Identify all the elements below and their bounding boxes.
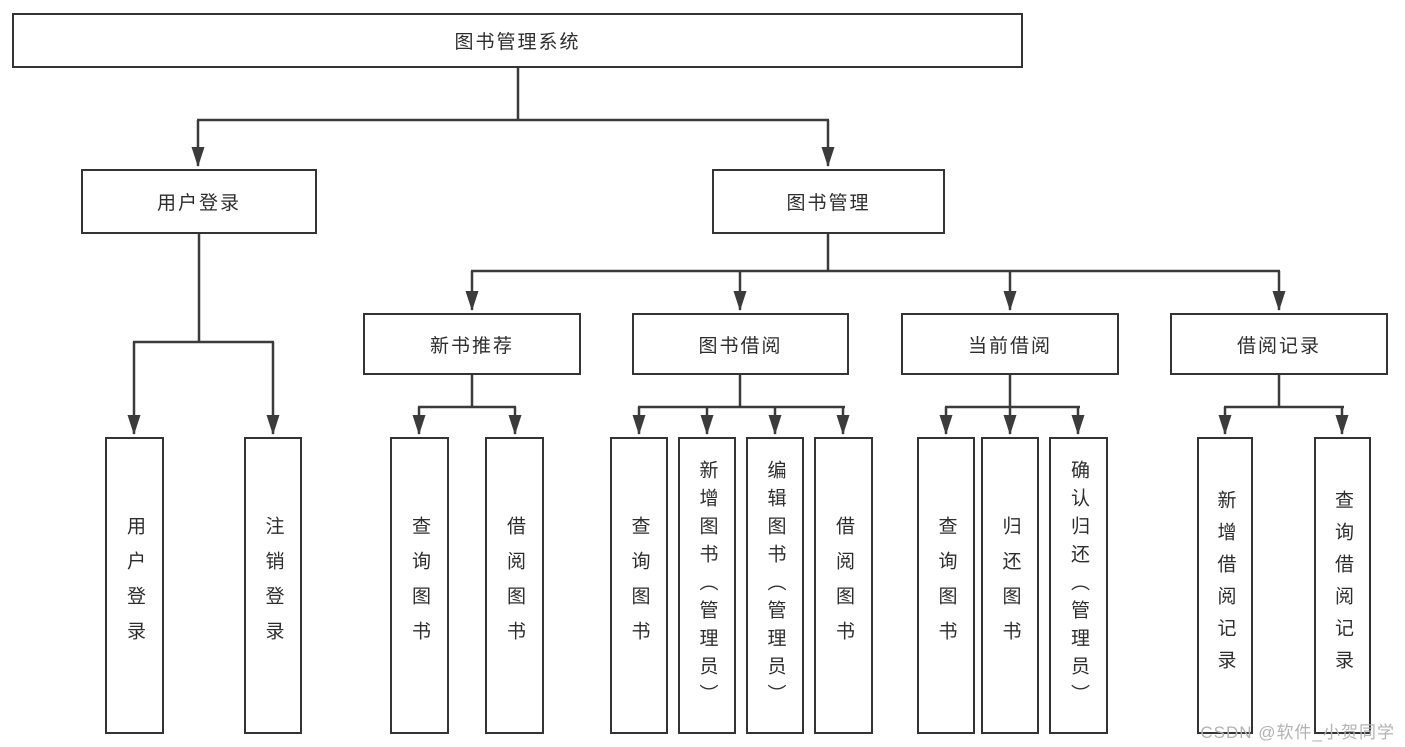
node-user-login: 用户登录 (81, 169, 317, 234)
leaf-logout: 注销登录 (244, 437, 302, 734)
leaf-current-query-label: 查询图书 (935, 515, 957, 656)
leaf-current-confirm-label: 确认归还（管理员） (1068, 459, 1089, 712)
leaf-borrow-query: 查询图书 (610, 437, 668, 734)
node-borrow-records: 借阅记录 (1170, 313, 1388, 375)
leaf-borrow-edit-label: 编辑图书（管理员） (764, 459, 786, 712)
leaf-records-query: 查询借阅记录 (1314, 437, 1371, 734)
node-borrow-records-label: 借阅记录 (1236, 335, 1321, 357)
node-root: 图书管理系统 (12, 13, 1023, 68)
leaf-borrow-query-label: 查询图书 (628, 515, 650, 656)
leaf-records-add-label: 新增借阅记录 (1214, 489, 1236, 682)
node-book-borrow-label: 图书借阅 (698, 335, 783, 357)
node-book-borrow: 图书借阅 (632, 313, 849, 375)
leaf-borrow-borrow-label: 借阅图书 (833, 515, 854, 656)
node-current-borrow-label: 当前借阅 (967, 335, 1052, 357)
leaf-user-login: 用户登录 (105, 437, 164, 734)
leaf-newbooks-query-label: 查询图书 (409, 515, 430, 656)
leaf-logout-label: 注销登录 (262, 515, 284, 656)
node-user-login-label: 用户登录 (156, 193, 241, 214)
leaf-borrow-edit: 编辑图书（管理员） (746, 437, 804, 734)
watermark-text: CSDN @软件_小贺同学 (1200, 723, 1395, 742)
leaf-current-return-label: 归还图书 (999, 515, 1021, 656)
leaf-current-query: 查询图书 (917, 437, 975, 734)
node-root-label: 图书管理系统 (454, 32, 581, 53)
leaf-borrow-borrow: 借阅图书 (814, 437, 873, 734)
node-book-mgmt: 图书管理 (712, 169, 945, 234)
leaf-user-login-label: 用户登录 (124, 515, 145, 656)
node-current-borrow: 当前借阅 (901, 313, 1119, 375)
node-new-books: 新书推荐 (363, 313, 581, 375)
leaf-newbooks-query: 查询图书 (390, 437, 449, 734)
node-new-books-label: 新书推荐 (429, 335, 514, 357)
leaf-newbooks-borrow: 借阅图书 (485, 437, 544, 734)
leaf-newbooks-borrow-label: 借阅图书 (504, 515, 525, 656)
node-book-mgmt-label: 图书管理 (786, 193, 871, 214)
leaf-records-query-label: 查询借阅记录 (1332, 489, 1353, 682)
leaf-current-return: 归还图书 (981, 437, 1039, 734)
leaf-current-confirm: 确认归还（管理员） (1049, 437, 1108, 734)
leaf-records-add: 新增借阅记录 (1197, 437, 1253, 734)
leaf-borrow-add: 新增图书（管理员） (678, 437, 736, 734)
leaf-borrow-add-label: 新增图书（管理员） (696, 459, 718, 712)
